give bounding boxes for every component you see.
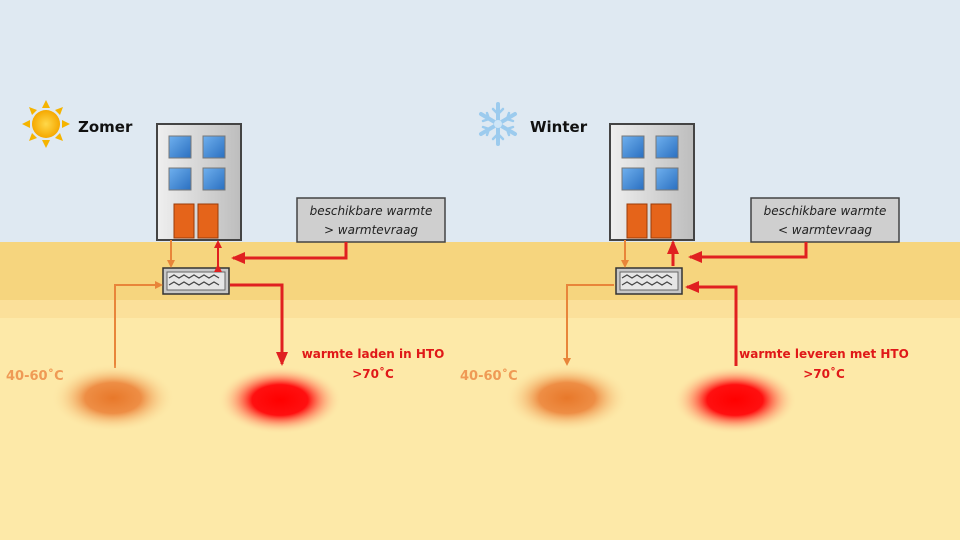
- winter-note-line2: < warmtevraag: [778, 223, 872, 237]
- winter-building: [609, 123, 695, 241]
- sun-icon: [22, 100, 70, 148]
- ground-deep-layer: [0, 318, 960, 540]
- summer-building: [156, 123, 242, 241]
- winter-warm-storage: [505, 364, 629, 432]
- snowflake-icon: [479, 102, 517, 146]
- winter-flow-arrows: [563, 240, 808, 366]
- summer-warm-temp: 40-60˚C: [6, 368, 64, 384]
- winter-warm-temp: 40-60˚C: [460, 368, 518, 384]
- winter-hot-temp: >70˚C: [803, 366, 845, 381]
- summer-season-label: Zomer: [78, 118, 133, 136]
- winter-panel: Winter beschikbare warmte < warmtevraag: [460, 102, 909, 434]
- winter-hot-storage: [673, 366, 797, 434]
- summer-note-line2: > warmtevraag: [324, 223, 418, 237]
- summer-warm-storage: [51, 364, 175, 432]
- summer-hot-storage: [218, 366, 342, 434]
- winter-season-label: Winter: [530, 118, 588, 136]
- summer-heat-exchanger: [162, 267, 230, 295]
- winter-note-box: beschikbare warmte < warmtevraag: [750, 197, 900, 243]
- ground-middle-layer: [0, 300, 960, 318]
- summer-hot-temp: >70˚C: [352, 366, 394, 381]
- winter-hot-label: warmte leveren met HTO: [739, 347, 909, 361]
- winter-note-line1: beschikbare warmte: [764, 204, 887, 218]
- winter-heat-exchanger: [615, 267, 683, 295]
- summer-flow-arrows: [114, 240, 348, 368]
- summer-panel: Zomer beschikbare warmte > warmtevraag: [6, 100, 446, 434]
- summer-note-line1: beschikbare warmte: [310, 204, 433, 218]
- summer-note-box: beschikbare warmte > warmtevraag: [296, 197, 446, 243]
- summer-hot-label: warmte laden in HTO: [302, 347, 445, 361]
- ground-top-layer: [0, 242, 960, 300]
